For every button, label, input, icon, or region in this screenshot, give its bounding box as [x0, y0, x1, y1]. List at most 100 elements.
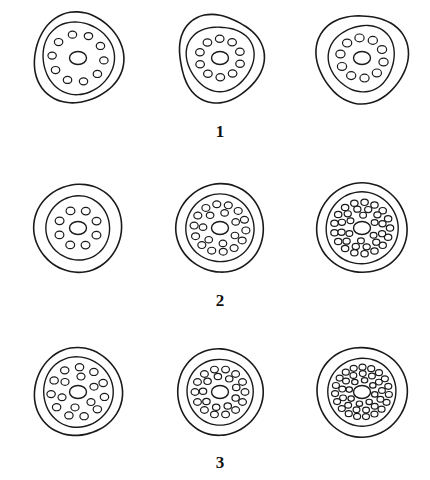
- vascular-bundle: [79, 78, 87, 85]
- vascular-bundle: [341, 245, 348, 251]
- vascular-bundle: [331, 220, 338, 226]
- vascular-bundle: [355, 34, 364, 42]
- vascular-bundle: [199, 388, 206, 394]
- vascular-bundle: [81, 207, 90, 214]
- vascular-bundle: [234, 207, 242, 214]
- cortex-outline: [46, 196, 110, 260]
- vascular-bundle: [351, 200, 358, 206]
- stem-cross-section: [317, 183, 407, 273]
- vascular-bundle: [55, 217, 64, 224]
- vascular-bundle: [224, 403, 231, 409]
- pith: [70, 386, 87, 399]
- pith: [354, 386, 371, 399]
- epidermis-outline: [34, 347, 122, 435]
- pith: [212, 386, 229, 399]
- vascular-bundle: [212, 404, 219, 410]
- pith: [212, 222, 229, 235]
- vascular-bundle: [375, 379, 382, 385]
- vascular-bundle: [334, 238, 341, 244]
- vascular-bundle: [222, 411, 230, 418]
- vascular-bundle: [346, 387, 352, 392]
- vascular-bundle: [226, 376, 233, 382]
- figure-number: 2: [216, 291, 225, 311]
- vascular-bundle: [54, 39, 62, 46]
- vascular-bundle: [371, 202, 378, 208]
- vascular-bundle: [66, 207, 75, 214]
- vascular-bundle: [232, 219, 240, 225]
- vascular-bundle: [236, 48, 245, 55]
- pith: [354, 222, 371, 235]
- vascular-bundle: [368, 36, 377, 44]
- vascular-bundle: [372, 69, 381, 77]
- vascular-bundle: [203, 398, 210, 404]
- vascular-bundle: [211, 411, 219, 418]
- stem-cross-section: [34, 12, 124, 103]
- vascular-bundle: [100, 57, 108, 64]
- vascular-bundle: [347, 218, 354, 224]
- vascular-bundle: [216, 74, 225, 81]
- vascular-bundle: [232, 371, 240, 378]
- vascular-bundle: [68, 31, 76, 38]
- vascular-bundle: [337, 62, 346, 70]
- vascular-bundle: [92, 231, 101, 238]
- vascular-bundle: [332, 383, 339, 389]
- vascular-bundle: [77, 373, 85, 380]
- vascular-bundle: [361, 378, 367, 383]
- vascular-bundle: [386, 225, 393, 231]
- vascular-bundle: [341, 204, 348, 210]
- vascular-bundle: [338, 229, 345, 235]
- vascular-bundle: [368, 366, 375, 372]
- vascular-bundle: [352, 243, 359, 249]
- vascular-bundle: [332, 391, 339, 397]
- stem-cross-section: [34, 347, 122, 435]
- vascular-bundle: [385, 383, 392, 389]
- stem-cross-section: [180, 14, 265, 103]
- vascular-bundle: [360, 74, 369, 82]
- vascular-bundle: [203, 39, 212, 46]
- epidermis-outline: [317, 183, 407, 273]
- vascular-bundle: [346, 231, 353, 237]
- vascular-bundle: [331, 230, 338, 236]
- vascular-bundle: [351, 250, 358, 256]
- vascular-bundle: [354, 413, 361, 419]
- vascular-bundle: [374, 212, 381, 218]
- vascular-bundle: [194, 379, 202, 386]
- vascular-bundle: [211, 366, 219, 373]
- epidermis-outline: [176, 184, 264, 272]
- vascular-bundle: [90, 368, 98, 375]
- vascular-bundle: [228, 39, 237, 46]
- vascular-bundle: [75, 364, 83, 371]
- vascular-bundle: [377, 46, 386, 54]
- vascular-bundle: [80, 413, 88, 420]
- vascular-bundle: [204, 70, 213, 77]
- vascular-bundle: [370, 232, 377, 238]
- vascular-bundle: [385, 392, 392, 398]
- vascular-bundle: [238, 237, 246, 244]
- cortex-outline: [186, 27, 254, 92]
- vascular-bundle: [215, 35, 224, 42]
- epidermis-outline: [34, 184, 122, 272]
- epidermis-outline: [180, 14, 265, 103]
- vascular-bundle: [201, 371, 209, 378]
- vascular-bundle: [361, 199, 368, 205]
- vascular-bundle: [350, 365, 357, 371]
- figure-number: 1: [216, 122, 225, 142]
- vascular-bundle: [239, 379, 247, 386]
- vascular-bundle: [379, 388, 386, 394]
- pith: [70, 222, 87, 235]
- vascular-bundle: [61, 379, 69, 386]
- vascular-bundle: [354, 206, 361, 212]
- vascular-bundle: [334, 211, 341, 217]
- vascular-bundle: [52, 404, 60, 411]
- vascular-bundle: [348, 396, 354, 401]
- stem-cross-section: [316, 16, 409, 104]
- vascular-bundle: [48, 52, 56, 59]
- vascular-bundle: [356, 401, 362, 406]
- vascular-bundle: [362, 414, 369, 420]
- vascular-bundle: [213, 201, 221, 208]
- vascular-bundle: [230, 245, 238, 252]
- vascular-bundle: [345, 411, 352, 417]
- vascular-bundle: [338, 406, 345, 412]
- cortex-outline: [187, 359, 253, 425]
